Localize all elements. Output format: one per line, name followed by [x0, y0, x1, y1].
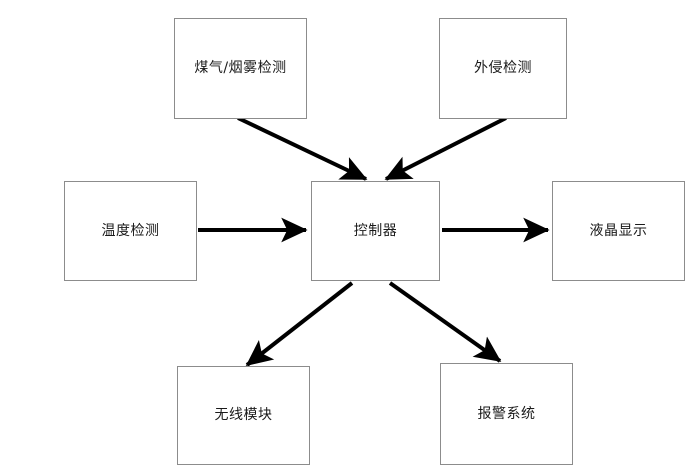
node-temperature-detection[interactable]: 温度检测 [64, 181, 197, 281]
node-lcd-display[interactable]: 液晶显示 [552, 181, 685, 281]
node-intrusion-detection[interactable]: 外侵检测 [439, 18, 567, 119]
node-controller[interactable]: 控制器 [311, 181, 440, 281]
node-label: 控制器 [353, 222, 398, 239]
node-alarm-system[interactable]: 报警系统 [440, 363, 573, 465]
node-label: 温度检测 [101, 222, 160, 239]
edge-ctrl-to-alarm [388, 281, 502, 363]
node-label: 报警系统 [477, 405, 536, 422]
node-label: 外侵检测 [474, 60, 532, 77]
node-gas-smoke-detection[interactable]: 煤气/烟雾检测 [174, 18, 307, 119]
node-wireless-module[interactable]: 无线模块 [177, 366, 310, 465]
edge-ctrl-to-wireless [245, 281, 354, 367]
edge-gas-to-ctrl [237, 116, 368, 181]
node-label: 煤气/烟雾检测 [194, 60, 287, 77]
edge-intrude-to-ctrl [384, 116, 507, 181]
node-label: 液晶显示 [589, 222, 648, 239]
node-label: 无线模块 [214, 407, 273, 424]
